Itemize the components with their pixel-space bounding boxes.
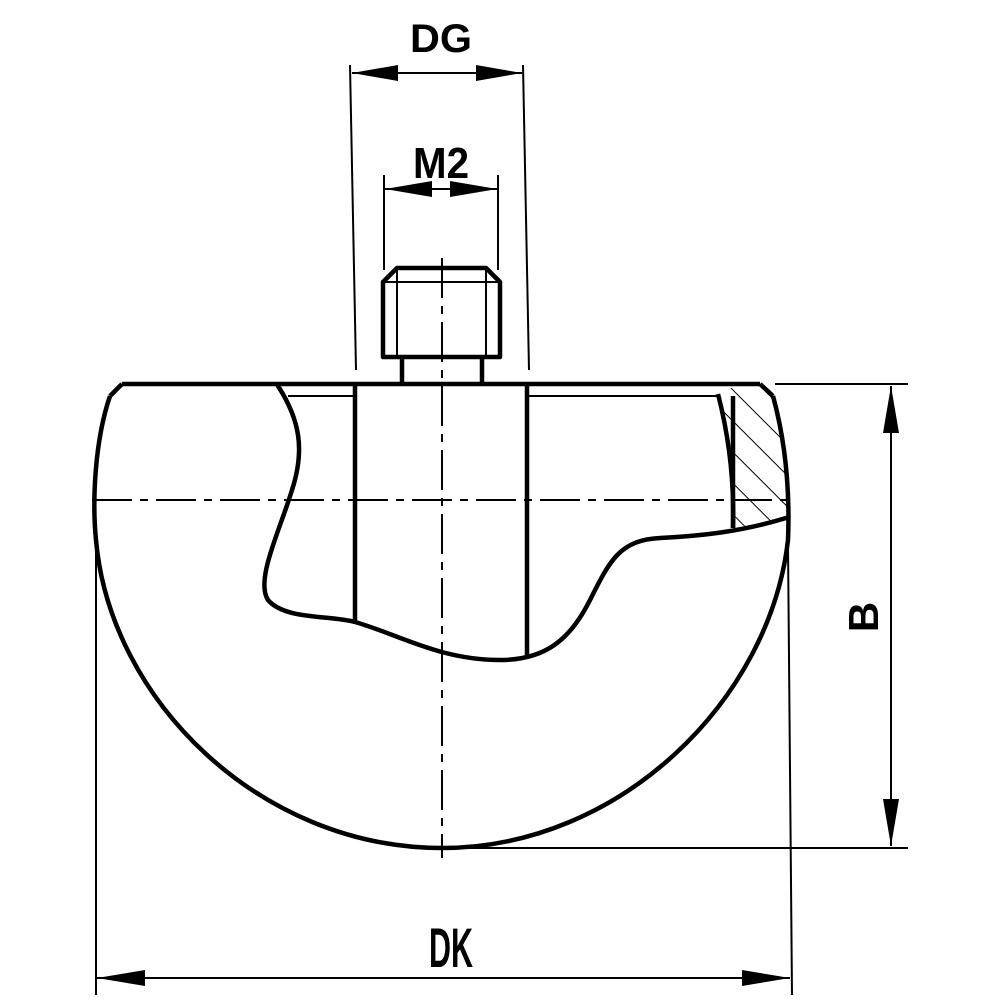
extension-lines <box>95 64 908 996</box>
label-b: B <box>840 602 887 632</box>
dimension-b <box>883 386 899 846</box>
break-line <box>262 383 789 663</box>
bore-walls <box>352 384 736 656</box>
label-dk: DK <box>429 916 473 979</box>
label-dg: DG <box>410 17 472 61</box>
dimension-dk <box>97 970 790 986</box>
dimension-dg <box>352 65 522 81</box>
dimension-m2 <box>385 181 497 197</box>
label-m2: M2 <box>413 139 469 188</box>
center-lines <box>92 258 790 858</box>
